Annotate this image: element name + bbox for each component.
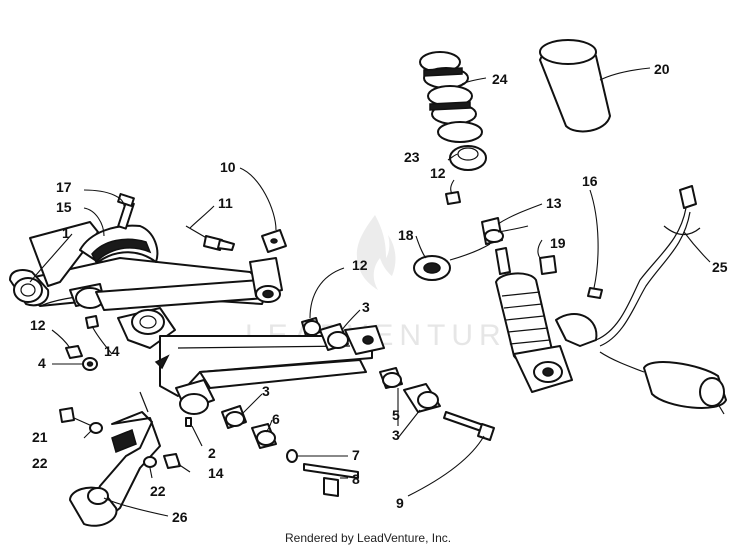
- bushing-13: [481, 217, 504, 245]
- bump-stop-18: [413, 255, 451, 281]
- callout-10: 10: [220, 159, 236, 175]
- callout-12c: 12: [430, 165, 446, 181]
- washer-22-lower: [143, 456, 157, 468]
- callout-7: 7: [352, 447, 360, 463]
- callout-8: 8: [352, 471, 360, 487]
- link-rod: [139, 391, 149, 413]
- washer-22-upper: [89, 422, 103, 434]
- boot-20: [539, 39, 611, 133]
- grease-fitting-11: [185, 225, 235, 251]
- callout-12a: 12: [30, 317, 46, 333]
- nut-14-upper: [85, 315, 99, 329]
- callout-26: 26: [172, 509, 188, 525]
- sleeve-5: [403, 383, 441, 413]
- bushing-3-center: [319, 323, 349, 351]
- bolt-9: [443, 411, 495, 441]
- callout-5: 5: [392, 407, 400, 423]
- callout-16: 16: [582, 173, 598, 189]
- cable-25: [595, 185, 727, 415]
- watermark-flame-icon: [356, 215, 396, 290]
- callout-3b: 3: [262, 383, 270, 399]
- spring-seat-23: [449, 145, 487, 171]
- callout-1: 1: [62, 225, 70, 241]
- callout-22a: 22: [32, 455, 48, 471]
- bracket-10: [261, 229, 287, 253]
- callout-25: 25: [712, 259, 728, 275]
- callout-3c: 3: [392, 427, 400, 443]
- callout-6: 6: [272, 411, 280, 427]
- bolt-21: [59, 407, 93, 427]
- callout-24: 24: [492, 71, 508, 87]
- callout-14b: 14: [208, 465, 224, 481]
- callout-11: 11: [218, 195, 233, 211]
- bolt-8: [303, 463, 359, 497]
- callout-14a: 14: [104, 343, 120, 359]
- callout-17: 17: [56, 179, 72, 195]
- callout-23: 23: [404, 149, 420, 165]
- nut-12-left: [65, 345, 83, 359]
- callout-2: 2: [208, 445, 216, 461]
- bolt-16: [587, 287, 603, 299]
- bushing-3-lower: [221, 405, 247, 429]
- bushing-12-center: [301, 317, 321, 337]
- spring-24: [419, 51, 483, 143]
- nut-14-lower: [163, 453, 181, 469]
- washer-7: [286, 449, 298, 463]
- washer-4: [82, 357, 98, 371]
- nut-12-right: [445, 191, 461, 205]
- shock-absorber: [495, 247, 598, 393]
- lower-a-arm: [117, 307, 385, 427]
- callout-22b: 22: [150, 483, 166, 499]
- callout-9: 9: [396, 495, 404, 511]
- upper-a-arm: [9, 221, 283, 311]
- bushing-3-right: [379, 367, 403, 389]
- callout-15: 15: [56, 199, 72, 215]
- callout-12b: 12: [352, 257, 368, 273]
- callout-4: 4: [38, 355, 46, 371]
- steering-bracket-26: [69, 411, 161, 527]
- callout-19: 19: [550, 235, 566, 251]
- callout-21: 21: [32, 429, 48, 445]
- leader-lines: [29, 67, 711, 517]
- callout-13: 13: [546, 195, 562, 211]
- callout-labels: 1 2 3 3 3 4 5 6 7 8 9 10 11 12 12 12 13 …: [30, 61, 728, 525]
- callout-3a: 3: [362, 299, 370, 315]
- callout-20: 20: [654, 61, 670, 77]
- callout-18: 18: [398, 227, 414, 243]
- sleeve-6: [251, 423, 277, 449]
- footer-credit: Rendered by LeadVenture, Inc.: [285, 531, 451, 545]
- spacer-19: [539, 255, 557, 275]
